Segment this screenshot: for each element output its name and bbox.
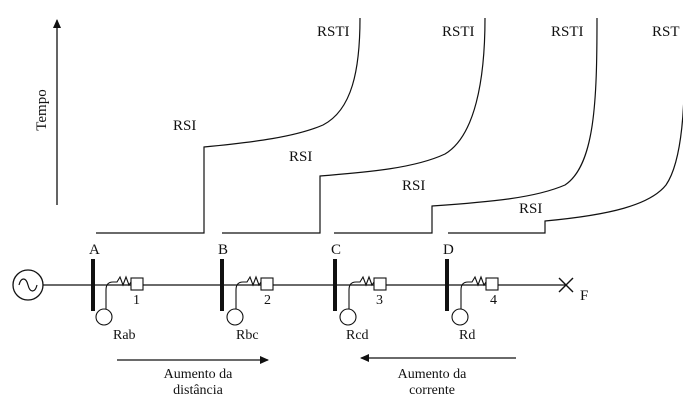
bus-b-label: B — [218, 242, 228, 258]
resistor-3-label: Rcd — [346, 328, 369, 343]
distance-arrow-label-line2: distância — [173, 383, 224, 396]
curve-2-rsti-label: RSTI — [442, 24, 475, 40]
curve-2-path — [222, 17, 486, 234]
curve-1: RSI RSTI — [96, 17, 361, 234]
curve-4-path — [448, 103, 683, 234]
relay-3-number: 3 — [376, 293, 383, 308]
current-arrow-label-line2: corrente — [409, 383, 455, 396]
fault-label: F — [580, 288, 588, 304]
resistor-3-circle — [339, 308, 357, 326]
relay-coil-1 — [105, 275, 132, 309]
resistor-4-label: Rd — [459, 328, 475, 343]
relay-coil-4 — [460, 275, 487, 309]
bus-d-section: D 4 Rd — [443, 242, 499, 343]
relay-coil-2 — [235, 275, 262, 309]
distance-arrow: Aumento da distância — [117, 356, 269, 396]
relay-4-number: 4 — [490, 293, 497, 308]
breaker-2 — [260, 277, 274, 291]
curve-1-rsi-label: RSI — [173, 118, 196, 134]
bus-a-label: A — [89, 242, 100, 258]
current-arrow-label-line1: Aumento da — [398, 367, 468, 382]
sine-wave-icon — [18, 278, 38, 292]
curve-4-rsti-label: RST — [652, 24, 680, 40]
curve-2: RSI RSTI — [222, 17, 486, 234]
curve-1-path — [96, 17, 361, 234]
resistor-1-circle — [95, 308, 113, 326]
resistor-4-circle — [451, 308, 469, 326]
bus-c-section: C 3 Rcd — [331, 242, 387, 343]
current-arrow: Aumento da corrente — [360, 354, 516, 396]
curve-3-rsi-label: RSI — [402, 178, 425, 194]
curve-3-rsti-label: RSTI — [551, 24, 584, 40]
relay-coil-3 — [348, 275, 375, 309]
bus-b-section: B 2 Rbc — [218, 242, 274, 343]
curve-3-path — [334, 17, 598, 234]
breaker-4 — [485, 277, 499, 291]
breaker-1 — [130, 277, 144, 291]
resistor-2-circle — [226, 308, 244, 326]
bus-d-label: D — [443, 242, 454, 258]
generator-source — [12, 269, 44, 301]
time-axis: Tempo — [34, 19, 61, 205]
resistor-2-label: Rbc — [236, 328, 259, 343]
time-axis-label: Tempo — [34, 89, 50, 130]
fault-marker: F — [558, 277, 588, 304]
resistor-1-label: Rab — [113, 328, 136, 343]
curve-2-rsi-label: RSI — [289, 149, 312, 165]
breaker-3 — [373, 277, 387, 291]
curve-4: RSI RST — [448, 24, 683, 234]
distance-arrow-label-line1: Aumento da — [164, 367, 234, 382]
curve-3: RSI RSTI — [334, 17, 598, 234]
relay-1-number: 1 — [133, 293, 140, 308]
curve-1-rsti-label: RSTI — [317, 24, 350, 40]
bus-a-section: A 1 Rab — [89, 242, 144, 343]
relay-2-number: 2 — [264, 293, 271, 308]
bus-c-label: C — [331, 242, 341, 258]
curve-4-rsi-label: RSI — [519, 201, 542, 217]
